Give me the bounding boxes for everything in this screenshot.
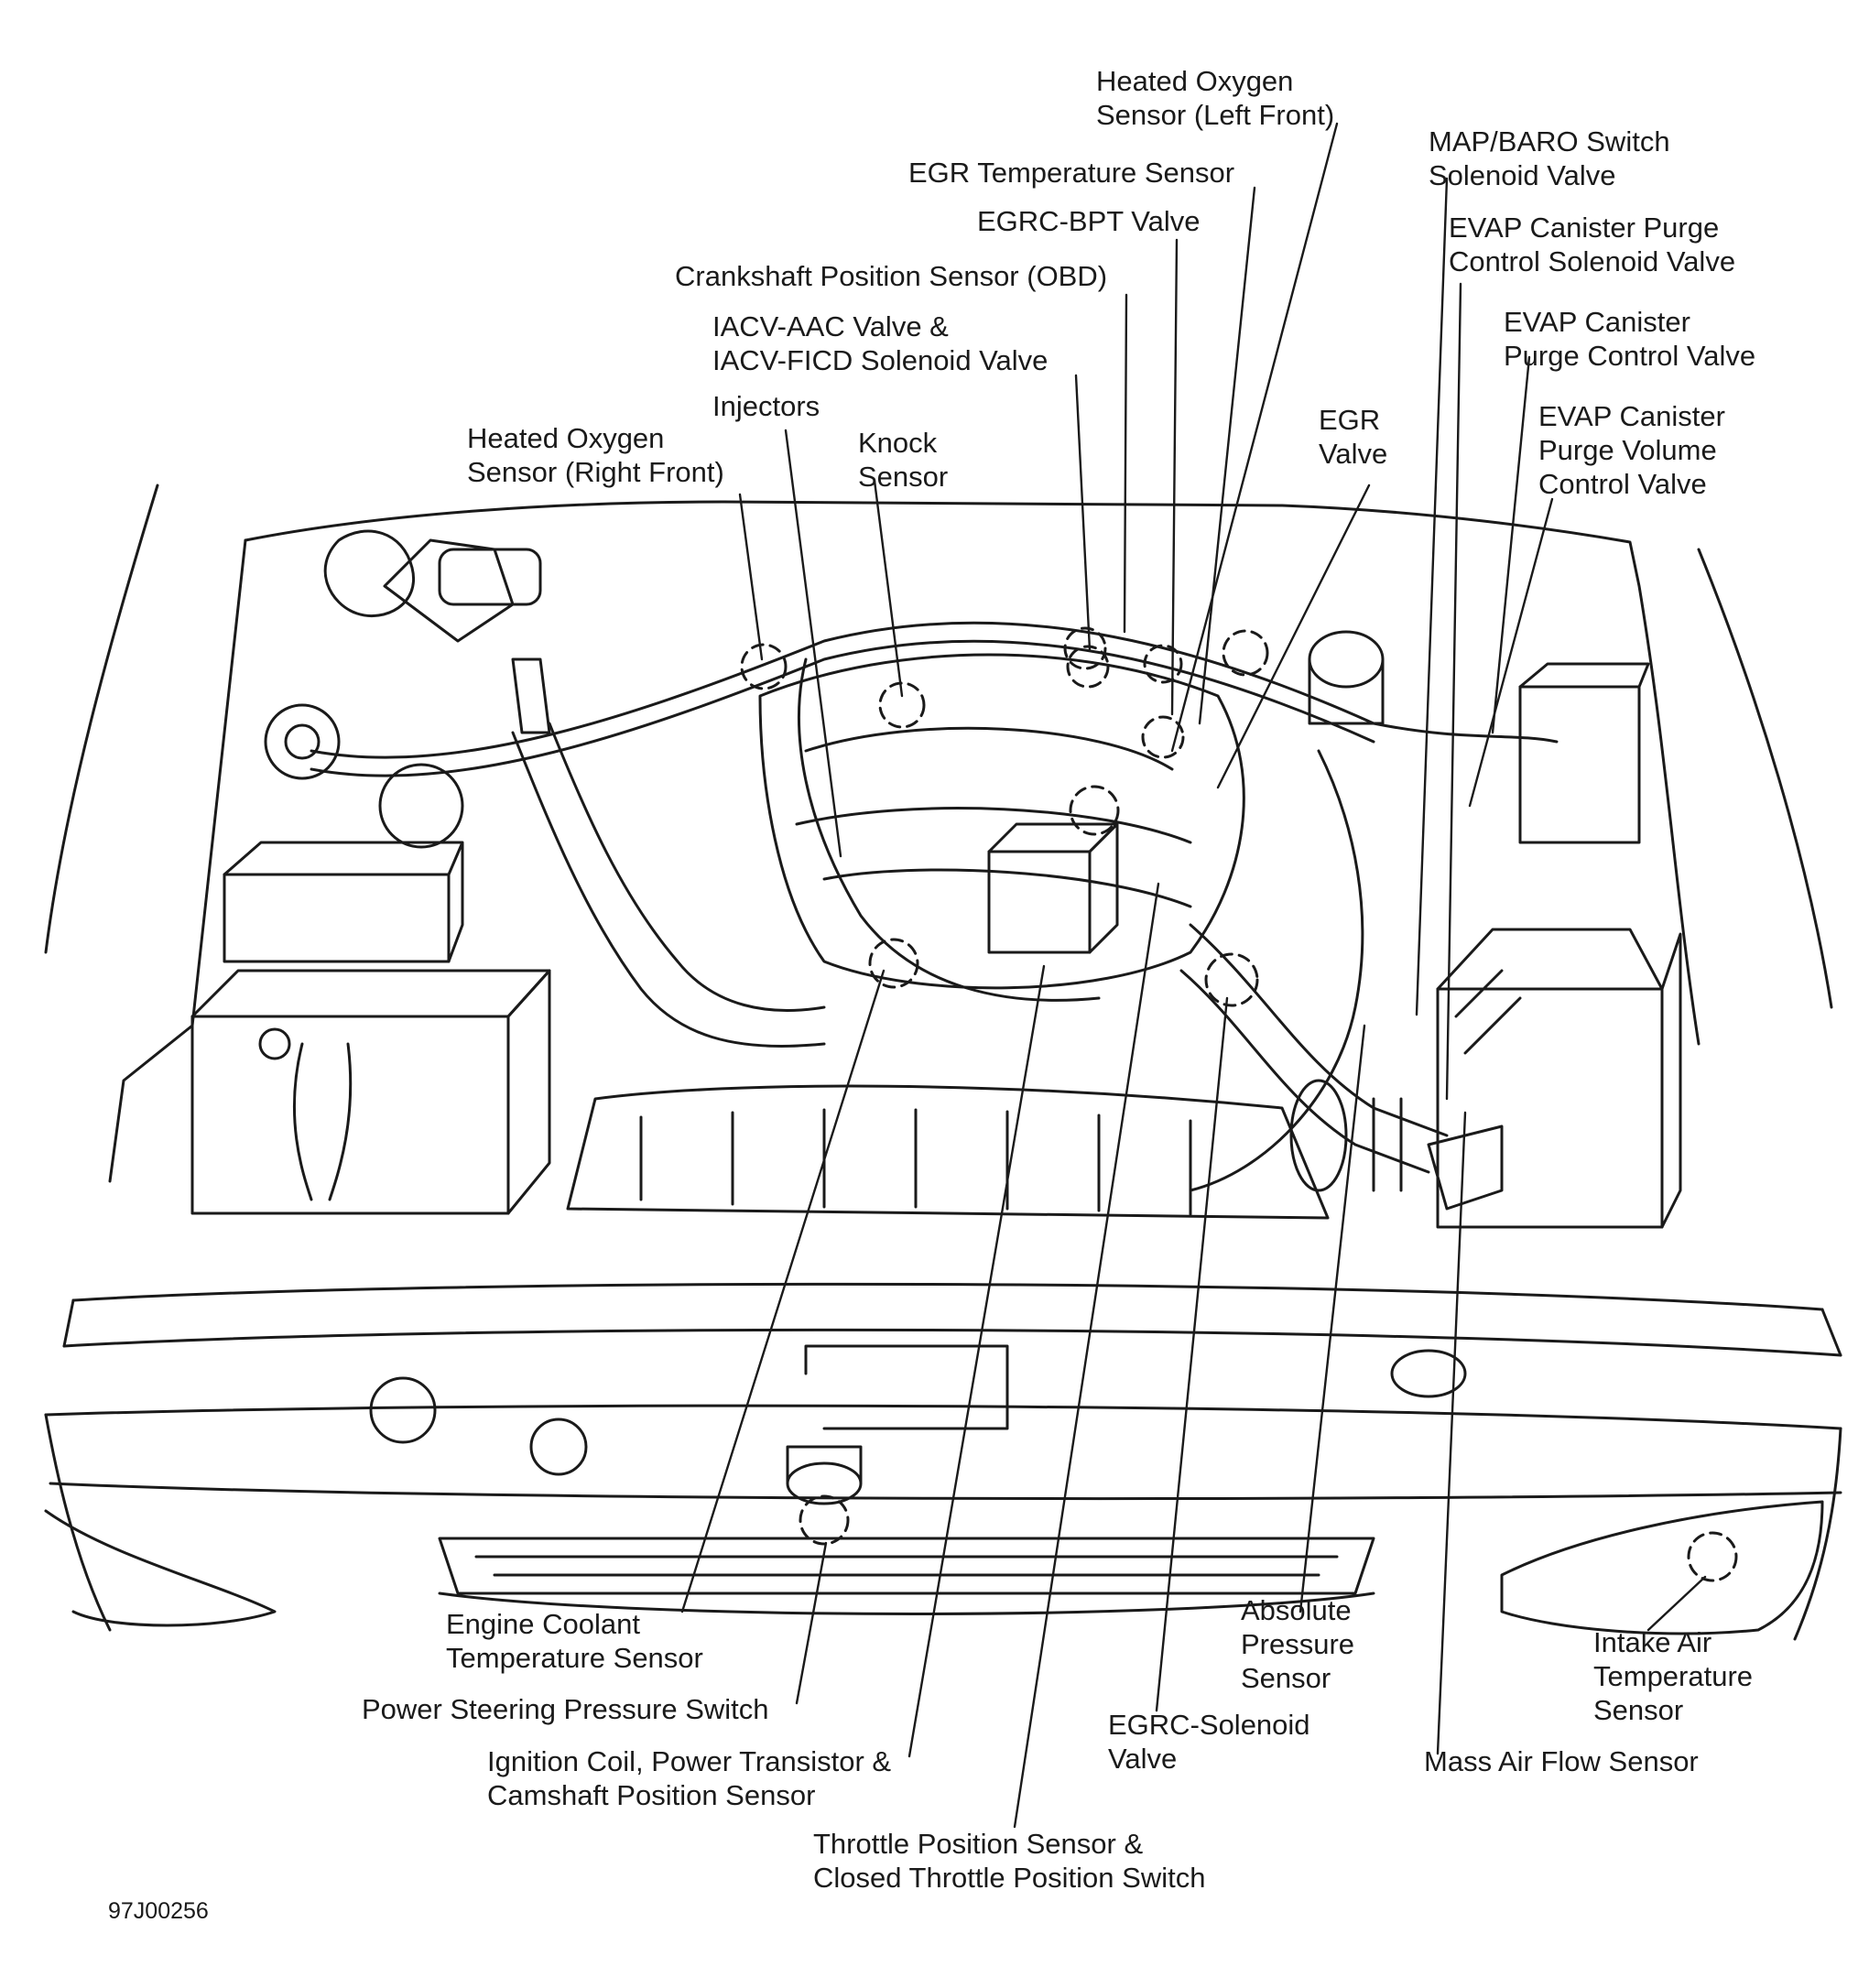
brake-reservoir xyxy=(1308,630,1385,689)
label-power-steering-pressure-switch: Power Steering Pressure Switch xyxy=(362,1693,769,1725)
ignition-coil-assembly xyxy=(987,850,1092,954)
left-fender-line xyxy=(44,483,159,954)
marker-ps-switch xyxy=(799,1494,850,1546)
label-egr-temperature-sensor: EGR Temperature Sensor xyxy=(908,157,1235,189)
radiator-shroud xyxy=(566,1084,1330,1220)
grille xyxy=(438,1537,1375,1595)
label-throttle-position-sensor: Throttle Position Sensor &Closed Throttl… xyxy=(813,1828,1206,1894)
label-egrc-bpt-valve: EGRC-BPT Valve xyxy=(977,205,1201,237)
right-headlamp xyxy=(1500,1500,1824,1635)
wire-harness xyxy=(310,621,1559,759)
label-mass-air-flow-sensor: Mass Air Flow Sensor xyxy=(1424,1745,1699,1777)
leader-lines xyxy=(680,122,1707,1829)
front-crossmember xyxy=(71,1282,1824,1311)
figure-id: 97J00256 xyxy=(108,1898,209,1924)
label-iacv-aac-valve: IACV-AAC Valve &IACV-FICD Solenoid Valve xyxy=(712,310,1049,376)
label-crankshaft-position-sensor: Crankshaft Position Sensor (OBD) xyxy=(675,260,1108,292)
marker-tps xyxy=(1204,952,1259,1007)
marker-egrc-bpt xyxy=(1143,644,1183,684)
marker-egr-temp xyxy=(1222,629,1269,677)
bumper-lower xyxy=(49,1482,1842,1501)
right-fender-line xyxy=(1697,548,1833,1009)
engine-bay-outline xyxy=(244,500,1701,1046)
battery xyxy=(190,1015,510,1215)
mass-air-flow-body xyxy=(1289,1079,1348,1192)
intake-plenum xyxy=(758,653,1245,990)
location-markers xyxy=(740,626,1738,1582)
upper-hose xyxy=(511,731,826,1048)
bumper-upper xyxy=(44,1404,1842,1430)
marker-iacv xyxy=(1066,645,1110,689)
left-headlamp xyxy=(44,1509,277,1627)
marker-ignition xyxy=(1069,785,1120,836)
right-relay-box xyxy=(1518,685,1641,844)
relay-box xyxy=(223,873,451,963)
marker-ho2s-lf xyxy=(1141,715,1185,759)
marker-ect xyxy=(868,938,919,989)
label-injectors: Injectors xyxy=(712,390,820,422)
marker-iat xyxy=(1687,1531,1738,1582)
label-ignition-coil-power-transistor: Ignition Coil, Power Transistor &Camshaf… xyxy=(487,1745,892,1811)
left-canister xyxy=(264,703,341,780)
air-cleaner xyxy=(1436,987,1664,1229)
marker-ho2s-rf xyxy=(740,643,788,690)
marker-crank xyxy=(1063,626,1107,670)
marker-knock xyxy=(878,681,926,729)
